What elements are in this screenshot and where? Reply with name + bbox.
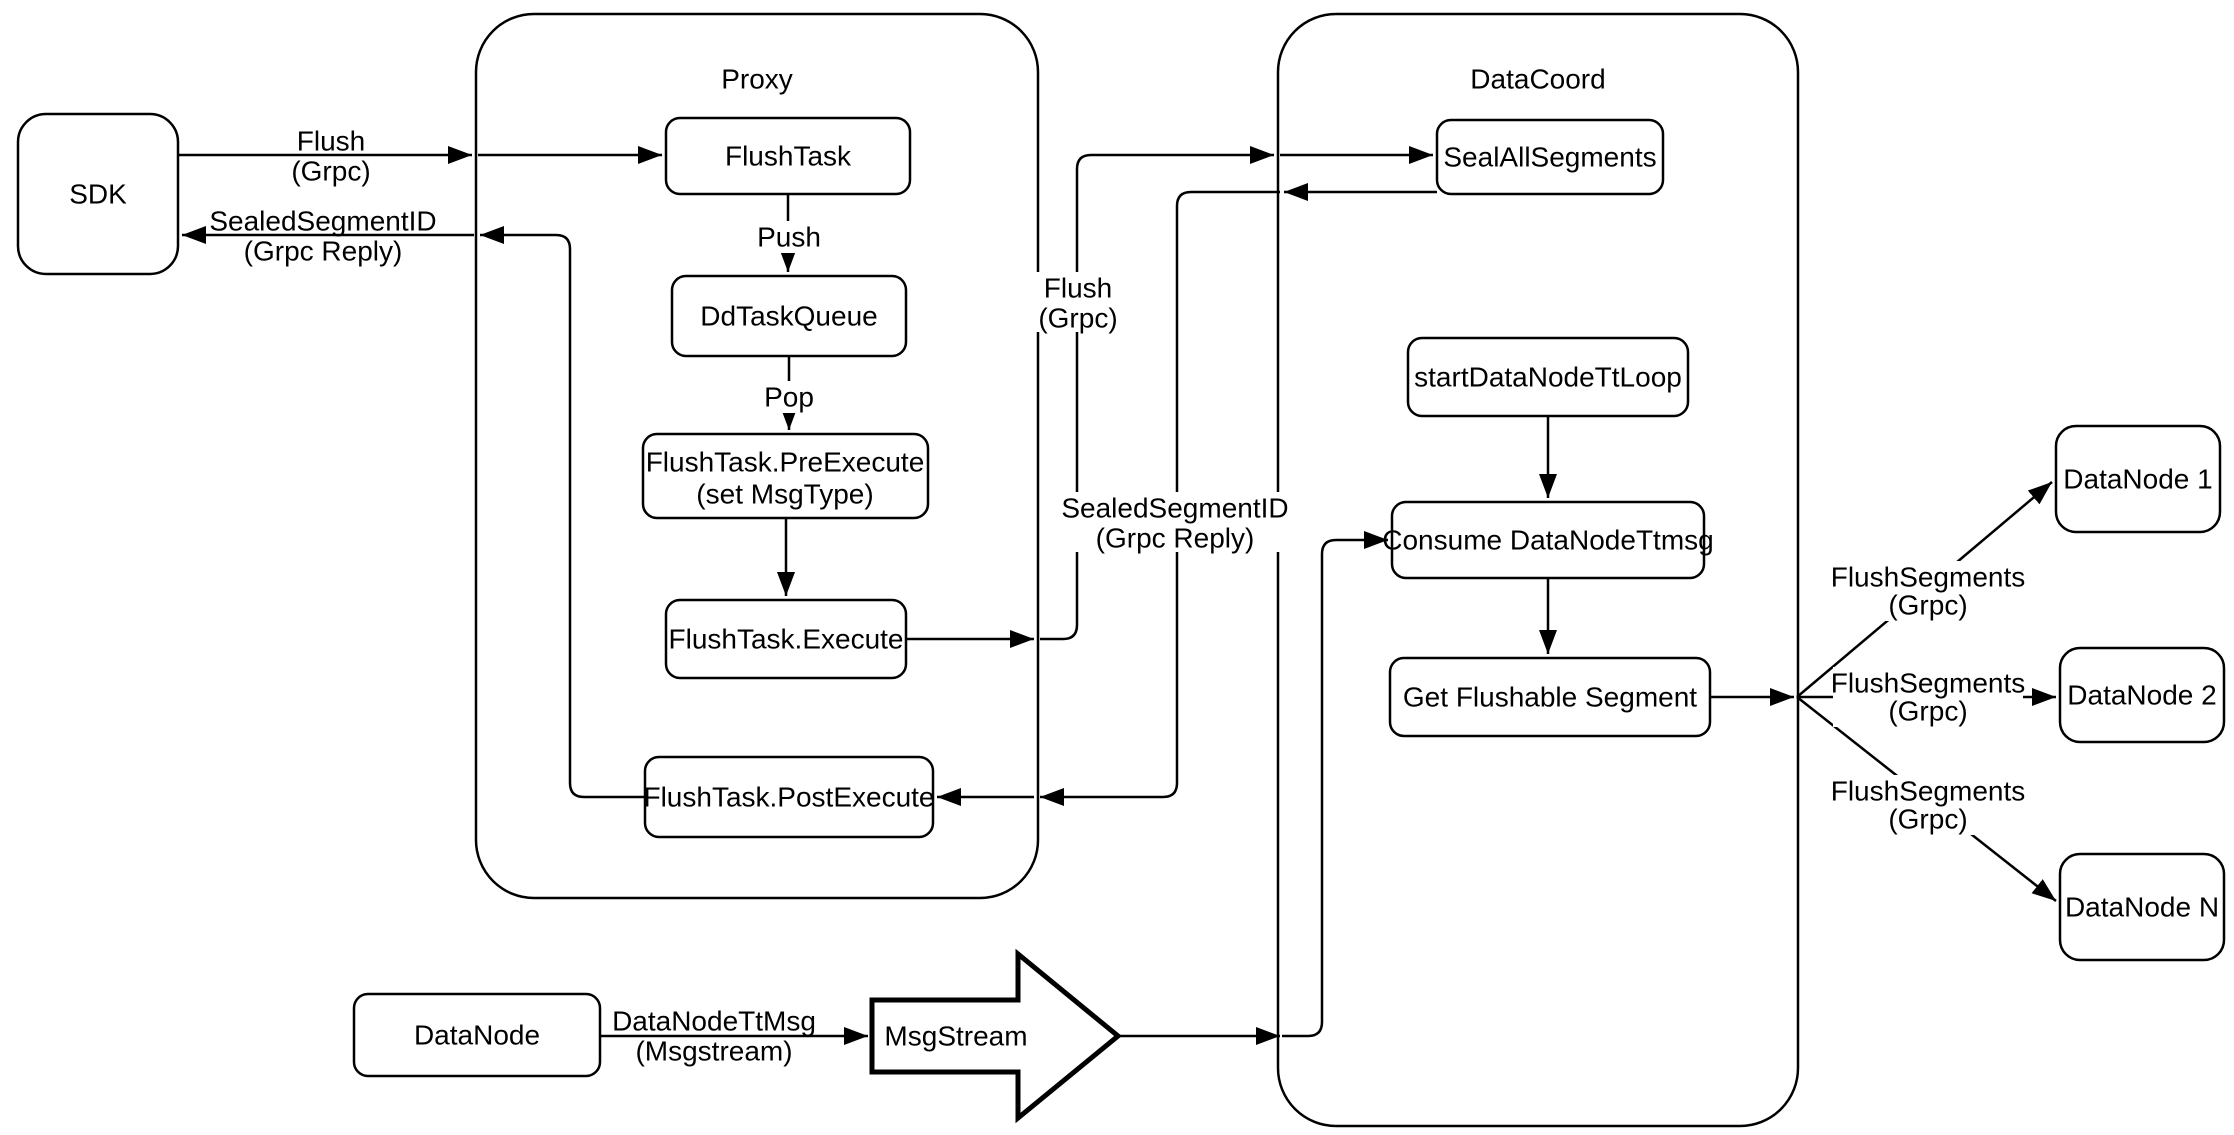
node-startdatanodettloop [1406, 336, 1690, 418]
node-get-flushable-segment-label: Get Flushable Segment [1403, 682, 1697, 713]
flushsegments2-label-bg [1833, 667, 2023, 727]
ttmsg-label-line2: (Msgstream) [635, 1036, 792, 1067]
flushsegments3-label-line1: FlushSegments [1831, 776, 2026, 807]
proxy-title: Proxy [721, 64, 793, 95]
node-sealallsegments-label: SealAllSegments [1443, 142, 1656, 173]
coord-flush-label-line1: Flush [1044, 273, 1112, 304]
node-datanode-n-label: DataNode N [2065, 892, 2219, 923]
node-datanode [352, 992, 602, 1078]
node-startdatanodettloop-label: startDataNodeTtLoop [1414, 362, 1682, 393]
container-proxy [474, 12, 1040, 900]
edge-msgstream-to-consume [1282, 531, 1388, 1038]
sdk-reply-label-line2: (Grpc Reply) [244, 236, 403, 267]
flushsegments2-label-line2: (Grpc) [1888, 696, 1967, 727]
coord-reply-label-line2: (Grpc Reply) [1096, 523, 1255, 554]
flushsegments3-label-bg [1833, 775, 2023, 835]
ttmsg-label-line1: DataNodeTtMsg [612, 1006, 816, 1037]
node-flushtask-postexecute-label: FlushTask.PostExecute [643, 782, 934, 813]
edge-label-backgrounds [757, 221, 2023, 835]
sdk-flush-label-line2: (Grpc) [291, 156, 370, 187]
flushsegments1-label-bg [1833, 561, 2023, 621]
node-datanode-2-label: DataNode 2 [2067, 680, 2216, 711]
node-datanode-label: DataNode [414, 1020, 540, 1051]
node-get-flushable-segment [1388, 656, 1712, 738]
node-ddtaskqueue [670, 274, 908, 358]
coord-flush-label-line2: (Grpc) [1038, 303, 1117, 334]
node-flushtask [664, 116, 912, 196]
coord-reply-label-line1: SealedSegmentID [1061, 493, 1288, 524]
node-sdk-label: SDK [69, 179, 127, 210]
node-flushtask-label: FlushTask [725, 141, 852, 172]
node-flushtask-postexecute [643, 755, 935, 839]
pop-label-bg [763, 381, 815, 413]
pop-label: Pop [764, 382, 814, 413]
flushsegments2-label-line1: FlushSegments [1831, 668, 2026, 699]
coord-reply-label-bg [1062, 492, 1288, 552]
node-datanode-1-label: DataNode 1 [2063, 464, 2212, 495]
nodes: SDK FlushTask DdTaskQueue FlushTask.PreE… [16, 112, 2226, 1124]
flushsegments3-label-line2: (Grpc) [1888, 804, 1967, 835]
node-consume-datanodettmsg-label: Consume DataNodeTtmsg [1382, 525, 1713, 556]
container-datacoord [1276, 12, 1800, 1128]
node-ddtaskqueue-label: DdTaskQueue [700, 301, 877, 332]
node-sealallsegments [1435, 118, 1665, 196]
sdk-flush-label-line1: Flush [297, 126, 365, 157]
node-flushtask-preexecute-label-line2: (set MsgType) [696, 479, 873, 510]
node-datanode-2 [2058, 646, 2226, 744]
push-label: Push [757, 222, 821, 253]
push-label-bg [757, 221, 821, 253]
flushsegments1-label-line2: (Grpc) [1888, 590, 1967, 621]
node-msgstream-arrow [869, 948, 1122, 1124]
datacoord-title: DataCoord [1470, 64, 1605, 95]
flushsegments1-label-line1: FlushSegments [1831, 562, 2026, 593]
edge-labels: Flush (Grpc) SealedSegmentID (Grpc Reply… [209, 126, 2025, 1067]
node-flushtask-execute-label: FlushTask.Execute [669, 624, 904, 655]
node-consume-datanodettmsg [1390, 500, 1706, 580]
node-flushtask-preexecute [641, 432, 930, 520]
node-datanode-n [2058, 852, 2226, 962]
coord-flush-label-bg [1034, 272, 1122, 332]
sdk-reply-label-line1: SealedSegmentID [209, 206, 436, 237]
edges [178, 146, 2057, 1045]
node-sdk [16, 112, 180, 276]
node-flushtask-preexecute-label-line1: FlushTask.PreExecute [646, 447, 925, 478]
edge-flush-to-datacoord-edge [1040, 146, 1274, 641]
node-msgstream-label: MsgStream [884, 1021, 1027, 1052]
node-datanode-1 [2054, 424, 2222, 534]
edge-reply-postexecute-to-proxy-edge [480, 226, 645, 799]
node-flushtask-execute [664, 598, 908, 680]
